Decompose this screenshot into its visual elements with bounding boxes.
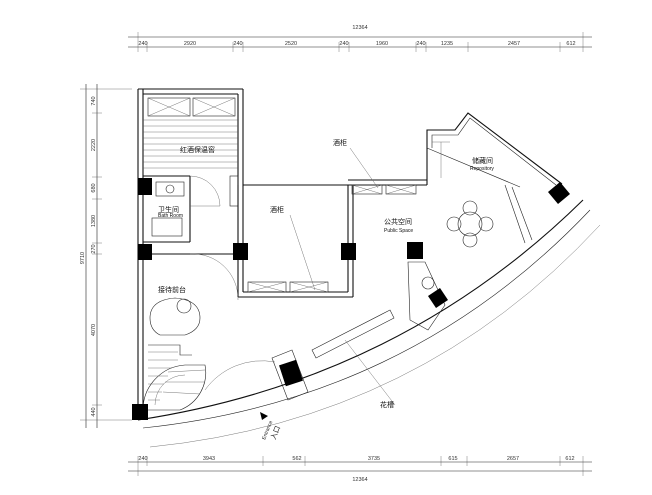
bottom-dim-6: 2657 [507,456,519,462]
left-dimension-line: 740 2220 680 1380 270 4070 440 9710 [80,84,132,428]
reception-area: 接待前台 [142,253,239,411]
entrance: Entrance 入口 [204,349,309,441]
top-dim-10: 612 [566,41,575,47]
top-dim-8: 1235 [441,41,453,47]
left-dim-6: 4070 [91,324,97,336]
wine-cabinet-label-1: 酒柜 [270,205,284,214]
column-8 [548,182,570,204]
column-7 [428,288,448,308]
entrance-arrow-icon [260,412,268,420]
top-dimension-line: 12364 240 2920 240 2520 240 1960 240 123… [128,25,592,52]
bottom-dimension-line: 240 3943 562 3735 615 2657 612 12364 [128,456,592,483]
structural-columns [132,178,570,420]
top-dim-6: 1960 [376,41,388,47]
left-dim-5: 270 [91,244,97,253]
top-dim-1: 240 [138,41,147,47]
public-space-label-en: Public Space [384,228,413,234]
left-dim-2: 2220 [91,139,97,151]
bottom-dim-3: 562 [292,456,301,462]
planter-trough [311,309,395,359]
top-dim-2: 2920 [184,41,196,47]
storage-label-en: Repository [470,166,494,172]
top-dim-5: 240 [339,41,348,47]
planter-label: 花槽 [380,400,394,409]
column-9 [279,359,303,387]
bottom-dim-4: 3735 [368,456,380,462]
bathroom-label-cn: 卫生间 [158,205,179,214]
column-1 [138,178,152,195]
bottom-dim-1: 240 [138,456,147,462]
bathroom: 卫生间 Bath Room [143,175,239,243]
column-3 [233,243,248,260]
storage-room: 储藏间 Repository [432,141,494,178]
left-dim-3: 680 [91,183,97,192]
public-space: 酒柜 公共空间 Public Space 花槽 [311,138,494,409]
wine-cellar-label: 红酒保温窖 [180,145,215,154]
column-4 [341,243,356,260]
left-dim-1: 740 [91,96,97,105]
bottom-dim-7: 612 [565,456,574,462]
spiral-staircase [142,351,206,411]
bathroom-label-en: Bath Room [158,213,183,219]
column-6 [132,404,148,420]
dining-table [446,200,494,248]
wine-cabinet-label-2: 酒柜 [333,138,347,147]
planter-box [407,261,446,331]
top-dim-4: 2520 [285,41,297,47]
left-dim-4: 1380 [91,215,97,227]
column-5 [407,242,423,259]
bottom-dim-5: 615 [448,456,457,462]
reception-label: 接待前台 [158,285,186,294]
top-total-dimension: 12364 [352,25,367,31]
top-dim-9: 2457 [508,41,520,47]
left-total-dimension: 9710 [80,252,86,264]
column-2 [138,244,152,260]
bottom-total-dimension: 12364 [352,477,367,483]
bottom-dim-2: 3943 [203,456,215,462]
left-dim-7: 440 [91,407,97,416]
top-dim-7: 240 [416,41,425,47]
central-wine-room: 酒柜 [237,184,354,298]
wine-cellar: 红酒保温窖 [143,97,238,169]
public-space-label-cn: 公共空间 [384,217,412,226]
top-dim-3: 240 [233,41,242,47]
entrance-door-frame [271,349,309,401]
exterior-walls [137,88,601,448]
storage-label-cn: 储藏间 [472,156,493,165]
